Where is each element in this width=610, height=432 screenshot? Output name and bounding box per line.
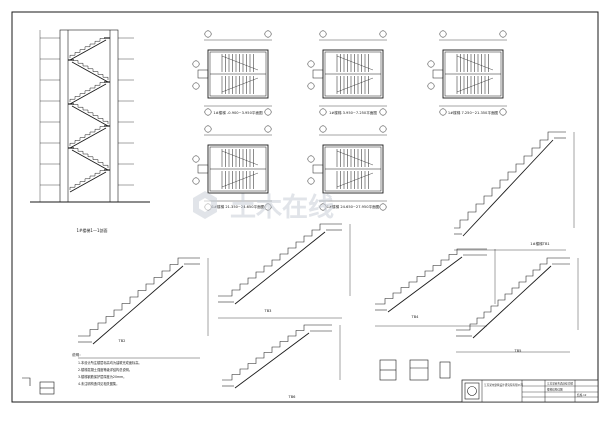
company-name: 江苏某市建筑设计研究院有限公司	[484, 383, 523, 387]
plan-view-5	[307, 125, 387, 211]
flight-tb4	[375, 248, 496, 327]
drawing-name: 楼梯结构详图	[547, 388, 563, 392]
note-1: 1.本设计所注楼层标高均为建筑完成面标高。	[78, 360, 142, 365]
plan-view-1	[192, 30, 272, 116]
title-block: 江苏某市建筑设计研究院有限公司 江苏某商务酒店综合楼 楼梯结构详图 结施-12	[461, 379, 599, 403]
flight-label-5: TB5	[514, 349, 522, 353]
flight-label-4: TB4	[411, 315, 420, 319]
flight-tb1	[454, 131, 575, 251]
section-label: 1#楼梯1—1剖面	[77, 227, 108, 233]
stair-section-panel: 1#楼梯1—1剖面	[30, 29, 150, 233]
flight-tb5	[456, 257, 579, 353]
small-detail-bottom-left	[22, 377, 55, 395]
plan-view-4	[192, 125, 272, 211]
plan-label-2: 1#楼梯 3.950~7.250平面图	[329, 110, 377, 115]
flight-tb6	[222, 324, 341, 403]
plan-label-3: 1#楼梯 7.250~21.350平面图	[448, 110, 499, 115]
watermark-text: 土木在线	[230, 193, 334, 223]
plan-label-5: 1#楼梯 24.650~27.950平面图	[327, 204, 380, 209]
watermark: 土木在线	[193, 191, 334, 223]
detail-sections	[379, 359, 451, 381]
plan-view-3	[427, 30, 507, 116]
note-2: 2.楼梯混凝土强度等级详结构总说明。	[78, 367, 132, 372]
notes-title: 说明：	[72, 352, 83, 357]
note-4: 4.未注明构造详见相关图集。	[78, 381, 119, 386]
flight-label-6: TB6	[288, 395, 297, 399]
company-logo	[464, 382, 480, 400]
flight-tb2	[78, 257, 209, 359]
plan-label-4: 1#楼梯 21.350~24.650平面图	[212, 204, 265, 209]
general-notes: 说明： 1.本设计所注楼层标高均为建筑完成面标高。 2.楼梯混凝土强度等级详结构…	[72, 352, 142, 386]
note-3: 3.楼梯钢筋保护层厚度为20mm。	[78, 374, 126, 379]
flight-label-3: TB3	[264, 309, 272, 313]
plan-label-1: 1#楼梯 -0.900~3.950平面图	[213, 110, 263, 115]
flight-label-2: TB2	[118, 339, 126, 343]
flight-tb3	[218, 223, 351, 319]
project-name: 江苏某商务酒店综合楼	[547, 382, 573, 386]
flight-label-1: 1#楼梯TB1	[530, 241, 549, 246]
plan-view-2	[307, 30, 387, 116]
drawing-number: 结施-12	[577, 393, 587, 397]
